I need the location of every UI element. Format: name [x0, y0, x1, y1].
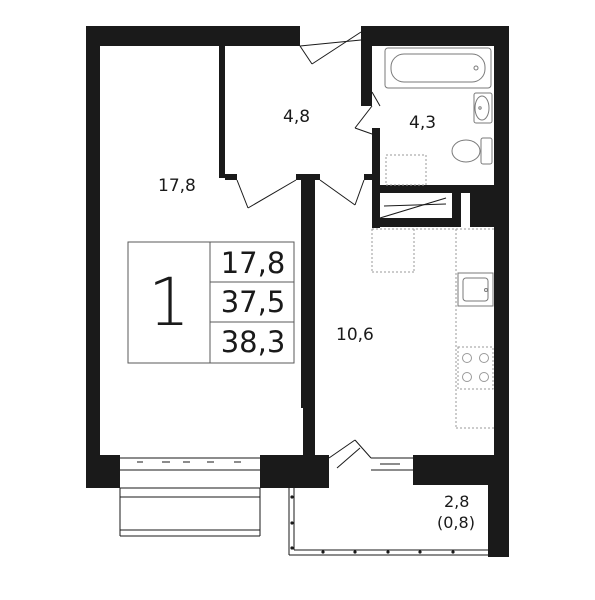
total-area-value: 37,5: [220, 284, 286, 319]
balcony-area-label: 2,8: [444, 492, 470, 511]
total-with-balcony-value: 38,3: [220, 324, 286, 359]
windows: [119, 457, 413, 537]
storage-shelf-icon: [379, 197, 447, 219]
doors: [236, 31, 381, 469]
living-area-value: 17,8: [220, 245, 286, 280]
bathtub-icon: [384, 47, 492, 89]
sink-icon: [473, 92, 493, 124]
kitchen-area-label: 10,6: [336, 325, 374, 345]
washing-machine-icon: [385, 154, 427, 186]
apartment-legend: 1 17,8 37,5 38,3: [128, 242, 294, 363]
bathroom-area-label: 4,3: [409, 113, 437, 133]
room-count: 1: [148, 263, 190, 341]
toilet-icon: [451, 137, 493, 165]
balcony-reduced-area-label: (0,8): [437, 513, 475, 532]
balcony-outline: [288, 488, 488, 556]
hallway-area-label: 4,8: [283, 107, 311, 127]
kitchen-counter: [371, 228, 494, 429]
balcony-posts: [290, 495, 455, 554]
walls: [86, 26, 509, 557]
stove-icon: [457, 346, 494, 390]
kitchen-sink-icon: [457, 272, 494, 307]
legend-box: [127, 241, 295, 364]
living-room-area-label: 17,8: [158, 176, 196, 196]
